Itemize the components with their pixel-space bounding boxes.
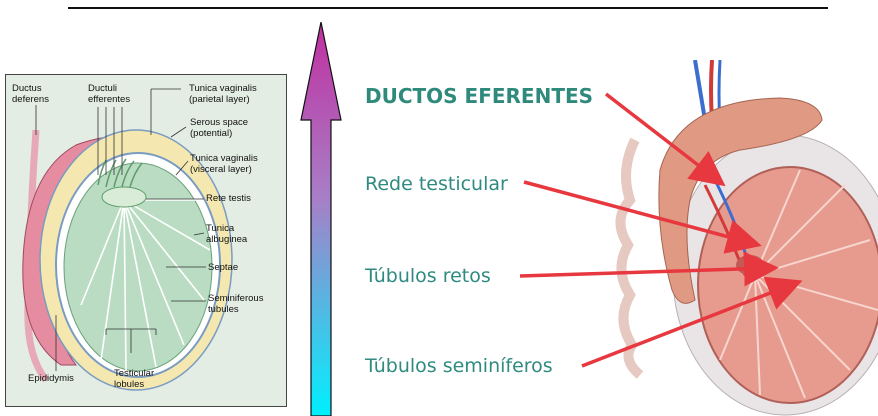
rete-testis-shape: [101, 186, 147, 208]
label-epididymis: Epididymis: [28, 373, 74, 384]
label-tubulos-retos: Túbulos retos: [365, 265, 491, 287]
top-rule: [68, 7, 828, 9]
testis-schematic: [22, 88, 233, 391]
testis-schematic-panel: Ductus deferens Ductuli efferentes Tunic…: [5, 74, 287, 407]
label-tunica-albuginea: Tunica albuginea: [206, 223, 248, 245]
arrow-rede-testicular: [523, 180, 762, 254]
label-ductus-deferens: Ductus deferens: [12, 83, 49, 105]
label-ductuli-efferentes: Ductuli efferentes: [88, 83, 131, 105]
ductuli-efferentes-shape: [97, 158, 143, 188]
label-rede-testicular: Rede testicular: [365, 173, 508, 195]
label-tunica-vaginalis-visceral: Tunica vaginalis (visceral layer): [190, 153, 258, 175]
arrow-tubulos-seminiferos: [581, 276, 803, 368]
label-testicular-lobules: Testicular lobules: [114, 368, 155, 390]
arrow-ductos-eferentes: [604, 92, 726, 187]
label-serous-space: Serous space (potential): [190, 117, 249, 139]
gradient-arrow: [300, 22, 342, 416]
label-tubulos-seminiferos: Túbulos seminíferos: [365, 355, 553, 377]
label-ductos-eferentes: DUCTOS EFERENTES: [365, 84, 594, 108]
label-tunica-vaginalis-parietal: Tunica vaginalis (parietal layer): [189, 83, 257, 105]
label-rete-testis: Rete testis: [206, 193, 251, 204]
label-septae: Septae: [208, 262, 239, 273]
leader-lines: [35, 88, 206, 371]
arrow-tubulos-retos: [519, 251, 779, 287]
label-seminiferous-tubules: Seminiferous tubules: [208, 293, 264, 315]
testis-body-shape: [63, 162, 213, 372]
